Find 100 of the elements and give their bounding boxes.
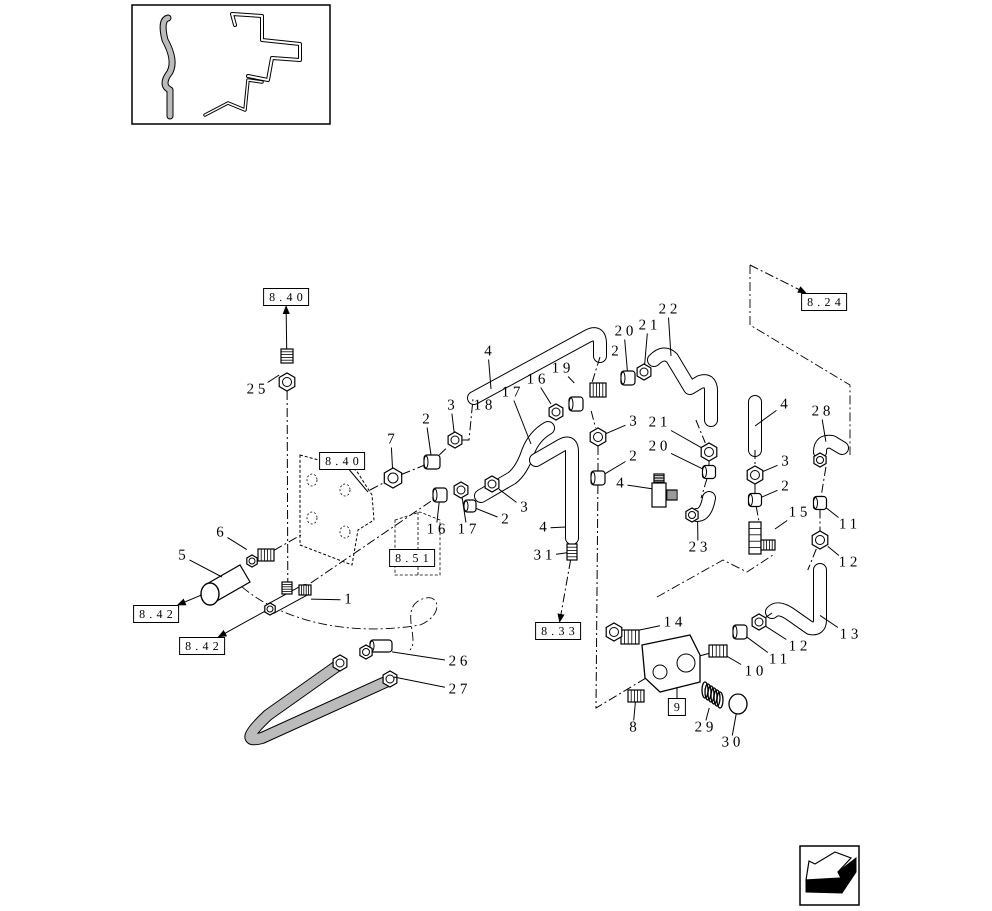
leader-line [627, 484, 652, 490]
callout-number: 3 [778, 454, 792, 470]
plug [728, 693, 748, 715]
leader-line [705, 708, 710, 721]
center-line [274, 534, 302, 551]
leader-line [761, 490, 778, 498]
elbow-fitting [685, 491, 716, 523]
callout-number: 19 [548, 362, 574, 376]
leader-line [624, 339, 628, 372]
hex-nut [384, 467, 402, 489]
sleeve [620, 370, 636, 386]
threaded-fitting [568, 382, 607, 412]
leader-line [310, 598, 341, 600]
callout-number: 17 [498, 386, 524, 400]
sleeve [748, 492, 762, 508]
leader-line [462, 498, 466, 523]
callout-number: 26 [444, 654, 472, 670]
callout-number: 21 [634, 318, 662, 334]
hex-nut [448, 431, 462, 449]
callout-number: 4 [776, 398, 792, 412]
leader-line [568, 376, 575, 384]
callout-number: 14 [660, 616, 686, 630]
sleeve [702, 464, 716, 480]
hex-nut [746, 465, 764, 485]
center-line [438, 446, 449, 456]
leader-line [556, 552, 568, 555]
leader-line [774, 520, 788, 530]
callout-number: 2 [608, 344, 622, 360]
leader-line [394, 676, 446, 688]
leader-line [604, 461, 626, 474]
callout-number: 2 [418, 412, 434, 428]
leader-line [451, 413, 455, 432]
callout-number: 20 [644, 440, 672, 454]
sleeve [463, 499, 477, 513]
sleeve [432, 487, 448, 503]
pipe [765, 563, 827, 636]
leader-line [676, 688, 678, 698]
center-line [401, 464, 424, 475]
threaded-fitting [278, 348, 296, 392]
reference-arrow [557, 560, 572, 623]
leader-line [267, 374, 280, 383]
leader-line [392, 651, 446, 660]
pipe [647, 347, 718, 427]
pipe [748, 395, 762, 457]
tee-fitting [651, 473, 678, 508]
leader-line [550, 526, 566, 528]
callout-number: 16 [522, 372, 550, 388]
callout-number: 17 [454, 522, 480, 538]
leader-line [670, 452, 703, 470]
center-line [695, 420, 706, 444]
callout-number: 12 [784, 640, 812, 654]
center-line [370, 482, 385, 490]
callout-number: 29 [690, 720, 718, 736]
leader-line [498, 488, 517, 503]
reference-box: 8.33 [535, 622, 581, 640]
callout-number: 16 [422, 522, 450, 538]
callout-number: 2 [778, 480, 792, 494]
callout-number: 15 [784, 506, 812, 520]
hex-nut [590, 427, 606, 447]
callout-number: 13 [836, 628, 862, 642]
reference-arrow [176, 594, 202, 606]
threaded-fitting [246, 548, 275, 568]
hose [244, 654, 398, 746]
center-line [591, 356, 600, 384]
callout-number: 27 [444, 682, 472, 698]
callout-number: 4 [536, 520, 550, 536]
callout-number: 1 [340, 592, 356, 608]
callout-number: 28 [808, 404, 834, 420]
callout-number: 4 [480, 344, 496, 360]
center-line [700, 478, 708, 498]
sleeve [812, 496, 828, 510]
center-line [700, 652, 710, 656]
callout-number: 22 [654, 302, 682, 318]
leader-line [762, 464, 778, 472]
callout-number: 11 [835, 518, 861, 532]
center-line [461, 398, 474, 440]
sleeve [590, 470, 606, 486]
leader-line [732, 714, 737, 736]
threaded-fitting [606, 622, 640, 645]
spring [701, 681, 724, 709]
hex-nut [700, 442, 718, 462]
leader-line [820, 614, 838, 628]
callout-number: 3 [444, 398, 458, 414]
leader-line [697, 522, 698, 541]
callout-number: 5 [174, 548, 190, 564]
reference-box: 8.40 [263, 288, 309, 306]
threaded-fitting [359, 639, 393, 660]
mounting-bracket [300, 454, 375, 566]
callout-number: 25 [242, 382, 270, 398]
center-line [286, 390, 288, 582]
callout-number: 30 [718, 736, 744, 750]
leader-line [822, 419, 826, 442]
reference-box: 8.42 [179, 637, 225, 655]
callout-number: 6 [212, 526, 228, 540]
leader-line [746, 636, 768, 653]
quick-coupler [200, 564, 251, 606]
tee-fitting [748, 521, 776, 555]
reference-box: 8.40 [319, 452, 365, 470]
valve-block [641, 634, 701, 693]
callout-number: 8 [626, 720, 640, 736]
